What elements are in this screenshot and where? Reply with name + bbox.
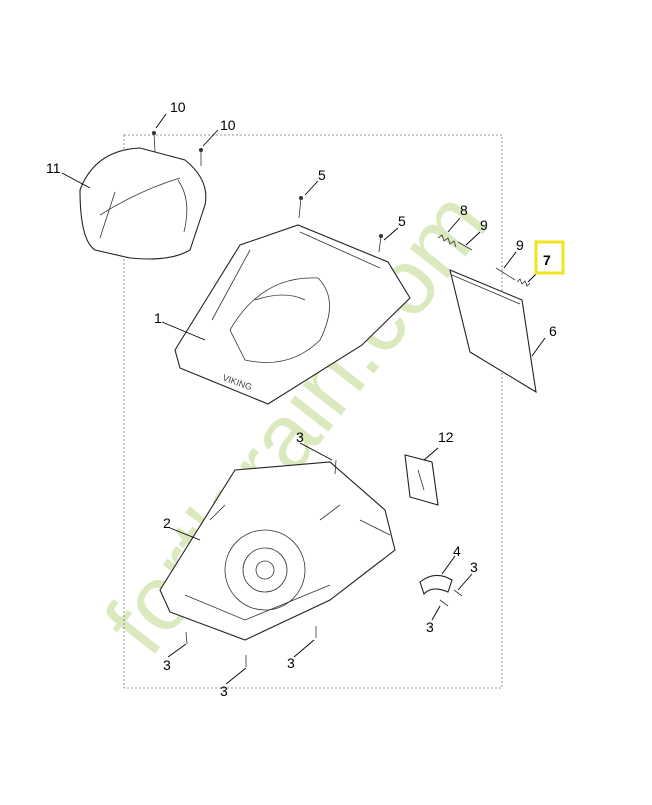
callout-9-a[interactable]: 9 xyxy=(480,217,488,233)
part-8-spring[interactable] xyxy=(437,234,457,248)
part-7-spring[interactable] xyxy=(516,278,531,287)
callout-7-highlight xyxy=(534,240,565,275)
callout-6[interactable]: 6 xyxy=(549,323,557,339)
callout-5-b[interactable]: 5 xyxy=(398,213,406,229)
part-6-rear-flap[interactable] xyxy=(449,269,537,394)
part-11-cover[interactable] xyxy=(79,147,207,260)
callout-11[interactable]: 11 xyxy=(46,160,61,176)
callout-10-a[interactable]: 10 xyxy=(170,99,186,115)
callout-8[interactable]: 8 xyxy=(460,202,468,218)
part-3-screws[interactable] xyxy=(185,459,463,667)
callout-2[interactable]: 2 xyxy=(163,515,171,531)
part-5-screw-b[interactable] xyxy=(378,234,383,253)
callout-3-f[interactable]: 3 xyxy=(220,683,228,699)
leader-lines xyxy=(61,113,546,685)
assembly-frame xyxy=(123,134,503,689)
part-4-height-adjuster[interactable] xyxy=(419,574,453,596)
callout-3-a[interactable]: 3 xyxy=(296,429,304,445)
part-10-screw-a[interactable] xyxy=(152,131,156,153)
callout-labels: 10 10 11 5 5 8 9 9 7 6 1 3 12 2 4 3 3 3 … xyxy=(46,99,557,699)
part-10-screw-b[interactable] xyxy=(199,148,203,166)
part-12-bracket[interactable] xyxy=(404,454,439,506)
part-9-pin-a[interactable] xyxy=(457,241,473,251)
callout-3-d[interactable]: 3 xyxy=(163,657,171,673)
callout-4[interactable]: 4 xyxy=(453,543,461,559)
callout-3-c[interactable]: 3 xyxy=(426,619,434,635)
part-2-deck[interactable] xyxy=(159,461,396,641)
callout-10-b[interactable]: 10 xyxy=(220,117,236,133)
part-1-upper-housing[interactable]: VIKING xyxy=(174,224,411,405)
callout-9-b[interactable]: 9 xyxy=(516,237,524,253)
callout-7[interactable]: 7 xyxy=(543,252,551,268)
part-9-pin-b[interactable] xyxy=(495,267,516,281)
callout-1[interactable]: 1 xyxy=(154,310,162,326)
callout-3-e[interactable]: 3 xyxy=(287,655,295,671)
callout-12[interactable]: 12 xyxy=(438,429,454,445)
callout-3-b[interactable]: 3 xyxy=(470,559,478,575)
callout-5-a[interactable]: 5 xyxy=(318,167,326,183)
part-5-screw-a[interactable] xyxy=(298,196,303,219)
